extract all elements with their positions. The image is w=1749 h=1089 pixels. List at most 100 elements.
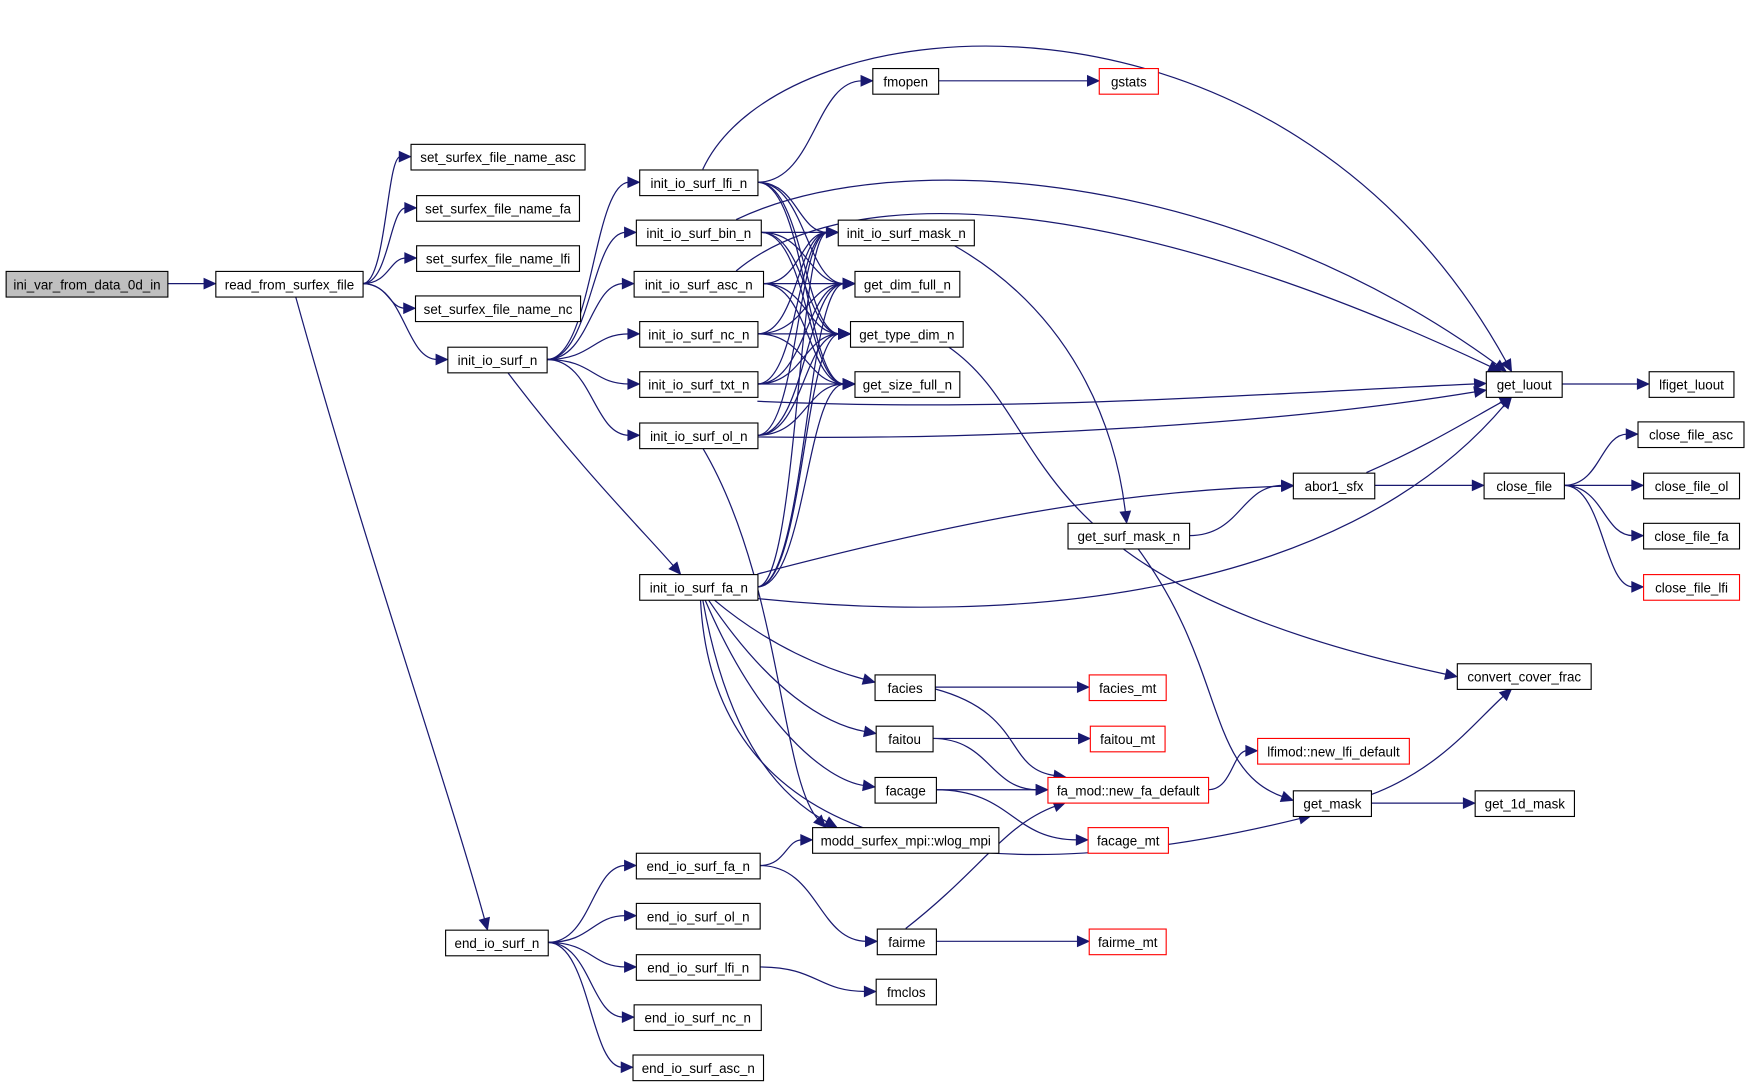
node-fairme-mt[interactable]: fairme_mt xyxy=(1088,928,1167,956)
node-box[interactable] xyxy=(874,776,937,804)
node-end-io-surf-n[interactable]: end_io_surf_n xyxy=(445,929,549,957)
node-end-io-surf-lfi-n[interactable]: end_io_surf_lfi_n xyxy=(635,954,761,981)
node-box[interactable] xyxy=(633,270,765,298)
node-box[interactable] xyxy=(812,827,1000,854)
node-box[interactable] xyxy=(1088,674,1167,702)
node-box[interactable] xyxy=(215,270,364,298)
node-new-lfi-default[interactable]: lfimod::new_lfi_default xyxy=(1257,737,1410,765)
node-box[interactable] xyxy=(447,346,548,374)
node-box[interactable] xyxy=(632,1054,765,1082)
node-box[interactable] xyxy=(635,954,761,981)
node-box[interactable] xyxy=(1485,371,1563,398)
node-box[interactable] xyxy=(1456,663,1592,690)
node-init-io-surf-n[interactable]: init_io_surf_n xyxy=(447,346,548,374)
node-box[interactable] xyxy=(874,674,936,702)
node-box[interactable] xyxy=(639,371,759,398)
node-box[interactable] xyxy=(837,219,975,247)
node-convert-cover-frac[interactable]: convert_cover_frac xyxy=(1456,663,1592,690)
node-wlog-mpi[interactable]: modd_surfex_mpi::wlog_mpi xyxy=(812,827,1000,854)
node-get-mask[interactable]: get_mask xyxy=(1292,790,1372,818)
node-box[interactable] xyxy=(1047,776,1210,804)
node-facage[interactable]: facage xyxy=(874,776,937,804)
node-box[interactable] xyxy=(875,978,937,1006)
node-set-surfex-file-name-asc[interactable]: set_surfex_file_name_asc xyxy=(410,143,586,171)
node-init-io-surf-fa-n[interactable]: init_io_surf_fa_n xyxy=(639,574,759,601)
node-box[interactable] xyxy=(410,143,586,171)
node-facies-mt[interactable]: facies_mt xyxy=(1088,674,1167,702)
node-box[interactable] xyxy=(1643,522,1741,550)
node-close-file[interactable]: close_file xyxy=(1483,472,1565,500)
node-box[interactable] xyxy=(1098,67,1159,95)
node-init-io-surf-mask-n[interactable]: init_io_surf_mask_n xyxy=(837,219,975,247)
node-box[interactable] xyxy=(635,219,762,247)
node-init-io-surf-asc-n[interactable]: init_io_surf_asc_n xyxy=(633,270,765,298)
node-facies[interactable]: facies xyxy=(874,674,936,702)
node-end-io-surf-fa-n[interactable]: end_io_surf_fa_n xyxy=(635,852,761,880)
node-box[interactable] xyxy=(1637,421,1745,449)
node-end-io-surf-nc-n[interactable]: end_io_surf_nc_n xyxy=(633,1004,762,1032)
node-box[interactable] xyxy=(635,852,761,880)
node-facage-mt[interactable]: facage_mt xyxy=(1087,827,1169,854)
node-box[interactable] xyxy=(1088,928,1167,956)
node-box[interactable] xyxy=(416,245,581,272)
node-faitou[interactable]: faitou xyxy=(875,725,934,753)
node-set-surfex-file-name-fa[interactable]: set_surfex_file_name_fa xyxy=(416,195,581,222)
node-fmopen[interactable]: fmopen xyxy=(872,67,940,95)
node-box[interactable] xyxy=(1257,737,1410,765)
node-gstats[interactable]: gstats xyxy=(1098,67,1159,95)
node-fairme[interactable]: fairme xyxy=(876,928,937,956)
node-box[interactable] xyxy=(876,928,937,956)
node-box[interactable] xyxy=(1643,574,1741,601)
node-box[interactable] xyxy=(854,270,961,298)
node-box[interactable] xyxy=(872,67,940,95)
node-box[interactable] xyxy=(875,725,934,753)
node-read-from-surfex-file[interactable]: read_from_surfex_file xyxy=(215,270,364,298)
node-box[interactable] xyxy=(1643,472,1741,500)
node-init-io-surf-lfi-n[interactable]: init_io_surf_lfi_n xyxy=(639,169,759,197)
node-box[interactable] xyxy=(1089,725,1166,753)
node-close-file-lfi[interactable]: close_file_lfi xyxy=(1643,574,1741,601)
node-box[interactable] xyxy=(416,195,581,222)
node-get-surf-mask-n[interactable]: get_surf_mask_n xyxy=(1067,522,1191,550)
node-box[interactable] xyxy=(635,902,761,930)
node-close-file-fa[interactable]: close_file_fa xyxy=(1643,522,1741,550)
node-close-file-ol[interactable]: close_file_ol xyxy=(1643,472,1741,500)
node-abor1-sfx[interactable]: abor1_sfx xyxy=(1292,472,1376,500)
node-get-size-full-n[interactable]: get_size_full_n xyxy=(854,371,961,398)
node-init-io-surf-nc-n[interactable]: init_io_surf_nc_n xyxy=(639,321,759,348)
node-box[interactable] xyxy=(639,422,759,450)
node-box[interactable] xyxy=(639,169,759,197)
node-box[interactable] xyxy=(1067,522,1191,550)
node-get-dim-full-n[interactable]: get_dim_full_n xyxy=(854,270,961,298)
node-init-io-surf-txt-n[interactable]: init_io_surf_txt_n xyxy=(639,371,759,398)
node-box[interactable] xyxy=(854,371,961,398)
node-box[interactable] xyxy=(1087,827,1169,854)
node-box[interactable] xyxy=(849,321,964,348)
node-end-io-surf-ol-n[interactable]: end_io_surf_ol_n xyxy=(635,902,761,930)
node-ini-var-from-data-0d-in[interactable]: ini_var_from_data_0d_in xyxy=(5,270,169,298)
node-faitou-mt[interactable]: faitou_mt xyxy=(1089,725,1166,753)
node-lfiget-luout[interactable]: lfiget_luout xyxy=(1648,371,1735,398)
node-set-surfex-file-name-lfi[interactable]: set_surfex_file_name_lfi xyxy=(416,245,581,272)
node-box[interactable] xyxy=(1292,790,1372,818)
node-get-type-dim-n[interactable]: get_type_dim_n xyxy=(849,321,964,348)
node-end-io-surf-asc-n[interactable]: end_io_surf_asc_n xyxy=(632,1054,765,1082)
node-box[interactable] xyxy=(414,295,582,323)
node-box[interactable] xyxy=(1648,371,1735,398)
node-box[interactable] xyxy=(1483,472,1565,500)
node-init-io-surf-ol-n[interactable]: init_io_surf_ol_n xyxy=(639,422,759,450)
node-close-file-asc[interactable]: close_file_asc xyxy=(1637,421,1745,449)
node-get-luout[interactable]: get_luout xyxy=(1485,371,1563,398)
node-new-fa-default[interactable]: fa_mod::new_fa_default xyxy=(1047,776,1210,804)
node-box[interactable] xyxy=(1474,790,1575,818)
node-set-surfex-file-name-nc[interactable]: set_surfex_file_name_nc xyxy=(414,295,582,323)
node-box[interactable] xyxy=(633,1004,762,1032)
node-box[interactable] xyxy=(639,321,759,348)
node-box[interactable] xyxy=(445,929,549,957)
node-box[interactable] xyxy=(639,574,759,601)
node-fmclos[interactable]: fmclos xyxy=(875,978,937,1006)
node-box[interactable] xyxy=(1292,472,1376,500)
node-box[interactable] xyxy=(5,270,169,298)
node-get-1d-mask[interactable]: get_1d_mask xyxy=(1474,790,1575,818)
node-init-io-surf-bin-n[interactable]: init_io_surf_bin_n xyxy=(635,219,762,247)
